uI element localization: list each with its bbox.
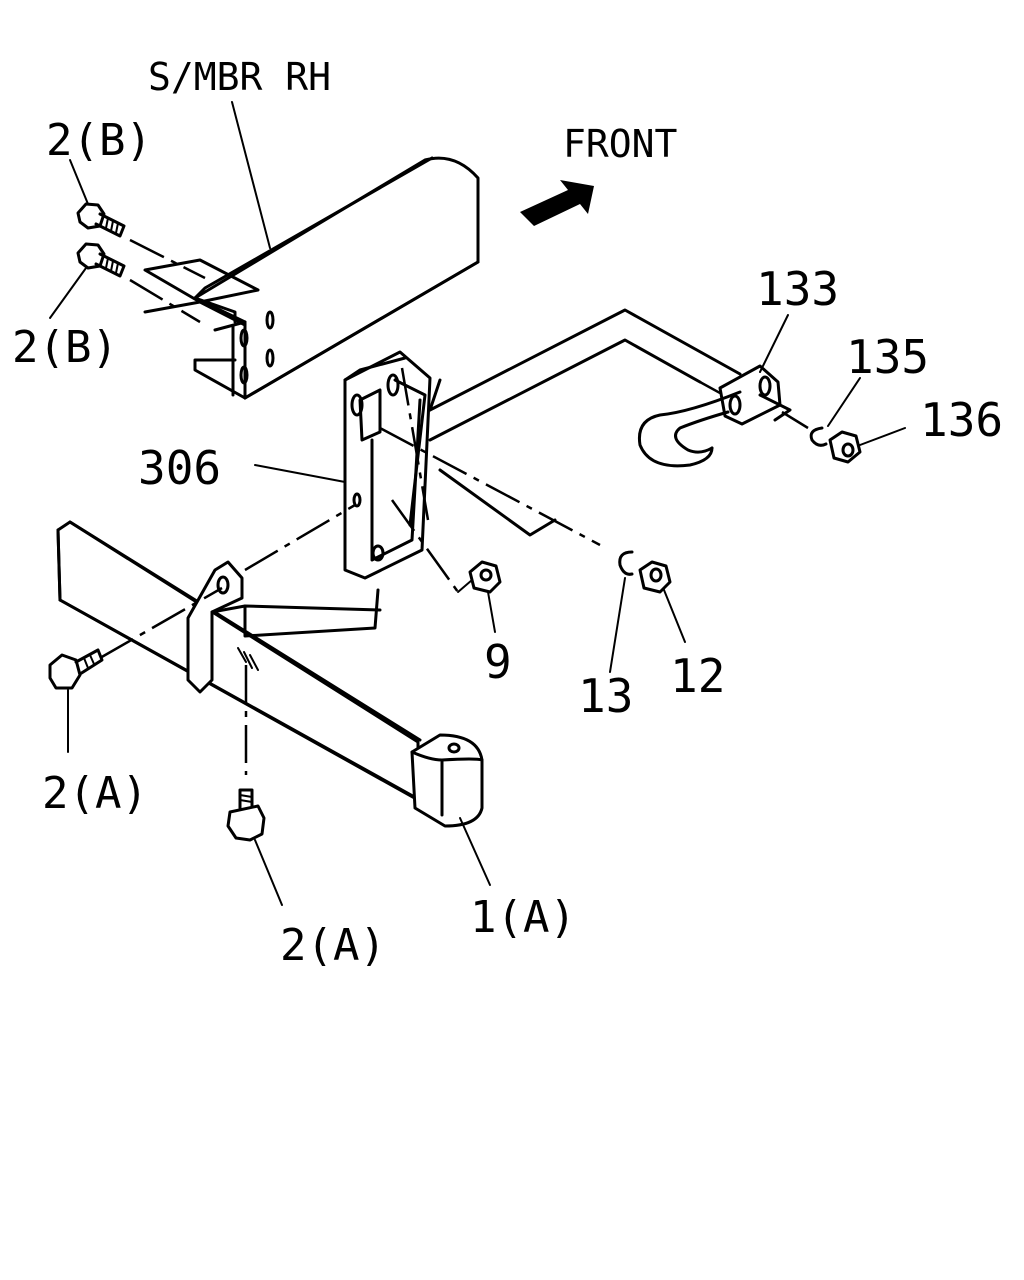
weld-marks bbox=[237, 647, 259, 671]
clip-135 bbox=[809, 426, 828, 447]
tow-hook-133 bbox=[637, 364, 792, 468]
bolt-axis-2b-top bbox=[129, 238, 206, 280]
label-306: 306 bbox=[138, 441, 221, 495]
leader-2a-bottom bbox=[254, 839, 283, 906]
leader-2b-top bbox=[69, 159, 89, 205]
leader-133 bbox=[759, 314, 789, 373]
leader-s-mbr-rh bbox=[231, 101, 271, 249]
nut-12 bbox=[638, 560, 672, 594]
leader-136 bbox=[859, 427, 906, 446]
nut-136 bbox=[828, 430, 862, 464]
clip-13 bbox=[618, 550, 634, 576]
nut-9 bbox=[468, 560, 502, 594]
bracket-to-306-axis bbox=[244, 503, 356, 572]
bolt-2b-mid bbox=[76, 242, 126, 278]
bolt-axis-2a-left bbox=[99, 586, 223, 660]
hook-axis bbox=[781, 410, 809, 430]
bolt-axis-2b-mid bbox=[129, 278, 201, 324]
label-1a: 1(A) bbox=[470, 892, 576, 943]
label-9: 9 bbox=[484, 635, 512, 689]
bolt-2a-bottom bbox=[226, 788, 266, 842]
label-front: FRONT bbox=[563, 122, 677, 166]
side-member-rh bbox=[193, 156, 480, 400]
leader-1a bbox=[459, 817, 491, 886]
label-13: 13 bbox=[578, 669, 633, 723]
label-133: 133 bbox=[756, 262, 839, 316]
lower-bracket bbox=[186, 560, 382, 694]
label-s-mbr-rh: S/MBR RH bbox=[148, 55, 331, 99]
stud-axis-9 bbox=[390, 499, 460, 593]
plate-outline-lower bbox=[143, 300, 247, 327]
plate-outline-upper bbox=[143, 258, 260, 304]
stud-axis-12 bbox=[379, 426, 601, 547]
arrow-icon bbox=[520, 180, 594, 226]
leader-12 bbox=[663, 589, 686, 643]
leader-9 bbox=[457, 579, 473, 593]
label-2a-left: 2(A) bbox=[42, 768, 148, 819]
label-12: 12 bbox=[670, 649, 725, 703]
leader-13 bbox=[609, 577, 626, 673]
label-135: 135 bbox=[846, 330, 929, 384]
bracket-306 bbox=[343, 350, 432, 580]
bolt-2a-left bbox=[48, 648, 104, 690]
leader-135 bbox=[827, 377, 861, 427]
label-2b-top: 2(B) bbox=[46, 115, 152, 166]
bolt-2b-top bbox=[76, 202, 126, 238]
leader-306 bbox=[254, 464, 346, 483]
cable-lower-edge bbox=[438, 468, 557, 537]
label-2a-bottom: 2(A) bbox=[280, 920, 386, 971]
label-136: 136 bbox=[920, 393, 1003, 447]
tow-cable-assembly bbox=[428, 308, 742, 442]
leader-2b-mid bbox=[49, 267, 87, 319]
leader-9b bbox=[487, 591, 496, 633]
label-2b-mid: 2(B) bbox=[12, 322, 118, 373]
